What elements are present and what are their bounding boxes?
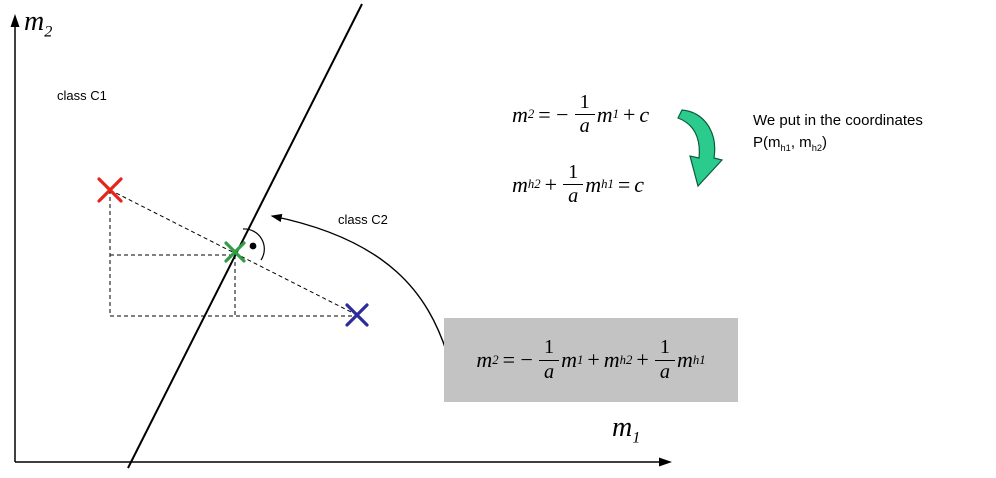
eq-numerator: 1 xyxy=(563,161,584,186)
y-axis-label: m2 xyxy=(24,8,52,40)
annotation-p-mid: , m xyxy=(790,133,812,151)
eq-operator: = xyxy=(617,171,631,197)
x-axis-label: m1 xyxy=(612,414,640,446)
class-c2-label: class C2 xyxy=(338,212,388,227)
blue-x-mark xyxy=(345,303,369,327)
green-curved-arrow-wrap xyxy=(668,104,730,200)
annotation-p-sub1: h1 xyxy=(780,142,791,153)
annotation-p-suffix: ) xyxy=(822,133,828,151)
green-curved-arrow-path xyxy=(677,109,724,188)
y-axis-label-base: m xyxy=(24,6,45,37)
angle-arc xyxy=(242,228,265,261)
class-c1-label: class C1 xyxy=(57,88,107,103)
eq-var: m xyxy=(596,101,613,127)
eq-numerator: 1 xyxy=(574,91,595,116)
green-curved-arrow-icon xyxy=(677,109,724,188)
eq-var: m xyxy=(476,347,493,372)
data-point-markers xyxy=(97,177,369,327)
axes xyxy=(10,14,672,467)
annotation-text: We put in the coordinates P(mh1, mh2) xyxy=(753,110,995,155)
projection-point-dot xyxy=(249,242,257,250)
annotation-p-sub2: h2 xyxy=(811,142,823,153)
eq-var: m xyxy=(585,171,602,197)
eq-operator: + xyxy=(544,171,558,197)
red-x-mark xyxy=(97,177,123,203)
eq-denominator: a xyxy=(543,360,555,383)
eq-denominator: a xyxy=(659,360,670,383)
decision-boundary-line xyxy=(127,3,363,469)
eq-var: m xyxy=(561,347,577,372)
eq-denominator: a xyxy=(579,115,590,138)
eq-sub: 2 xyxy=(527,107,535,122)
eq-operator: + xyxy=(622,101,636,127)
eq-operator: = − xyxy=(502,347,533,372)
x-axis-label-sub: 1 xyxy=(632,428,641,447)
eq-var: c xyxy=(634,171,645,197)
eq-denominator: a xyxy=(568,185,579,208)
eq-operator: + xyxy=(587,347,600,372)
annotation-line2: P(mh1, mh2) xyxy=(753,132,995,155)
eq-sub: 2 xyxy=(492,352,499,367)
annotation-line1: We put in the coordinates xyxy=(753,112,923,129)
eq-operator: = − xyxy=(538,101,569,127)
annotation-p-prefix: P(m xyxy=(753,133,781,151)
curved-pointer-arrow-icon xyxy=(270,213,448,354)
eq-sub: h1 xyxy=(601,177,614,192)
eq-sub: h2 xyxy=(619,352,633,367)
x-axis-arrowhead-icon xyxy=(659,457,672,467)
eq-var: m xyxy=(512,171,528,197)
eq-sub: h1 xyxy=(692,352,706,367)
eq-var: m xyxy=(512,101,528,127)
x-axis-label-base: m xyxy=(612,412,633,443)
eq-var: m xyxy=(676,347,693,372)
eq-numerator: 1 xyxy=(538,337,560,361)
eq-sub: 1 xyxy=(612,107,619,122)
dashed-construction-lines xyxy=(109,189,358,317)
eq-sub: 1 xyxy=(576,352,584,367)
green-x-mark xyxy=(224,241,246,263)
eq-var: c xyxy=(639,101,650,127)
y-axis-arrowhead-icon xyxy=(10,14,20,27)
eq-var: m xyxy=(603,347,620,372)
eq-operator: + xyxy=(636,347,649,372)
eq-numerator: 1 xyxy=(654,337,675,361)
eq-sub: h2 xyxy=(527,177,541,192)
y-axis-label-sub: 2 xyxy=(44,22,53,41)
